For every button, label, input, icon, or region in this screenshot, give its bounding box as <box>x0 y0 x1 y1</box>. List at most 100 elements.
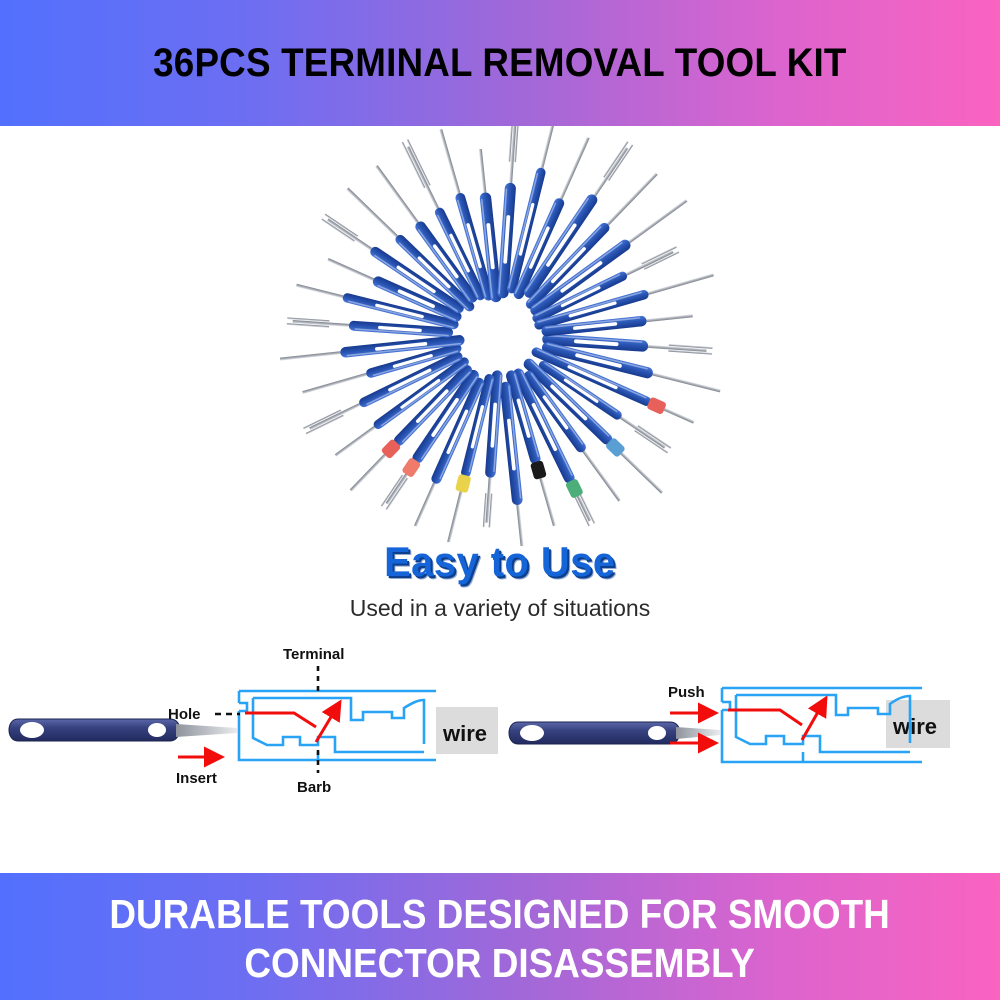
tool-burst-group <box>279 126 721 546</box>
tool-handle-gloss <box>372 350 459 376</box>
tool-metal-tip <box>296 283 344 299</box>
tool-metal-tip <box>349 443 397 492</box>
tool-tip-prong <box>637 424 672 449</box>
tool-metal-tip <box>516 504 527 546</box>
tool-metal-tip <box>648 344 707 352</box>
terminal-removal-tool <box>538 360 672 454</box>
tool-tip-prong <box>508 126 514 162</box>
tool-handle-slot <box>490 402 498 448</box>
tool-metal-tip <box>447 476 467 543</box>
tool-handle-slot <box>560 286 601 308</box>
footer-banner: DURABLE TOOLS DESIGNED FOR SMOOTH CONNEC… <box>0 873 1000 1000</box>
tool-handle-gloss <box>520 371 573 476</box>
tool-colored-cap <box>565 479 583 498</box>
tool-tip-prong <box>286 323 330 328</box>
tool-colored-cap <box>455 474 471 493</box>
terminal-removal-tool <box>541 342 721 393</box>
tool-metal-tip <box>606 172 658 226</box>
terminal-removal-tool <box>303 351 463 435</box>
terminal-removal-tool <box>296 283 459 330</box>
tool-handle-slot <box>375 342 428 351</box>
tool-metal-tip <box>609 441 664 494</box>
barb-label: Barb <box>297 779 331 796</box>
tool-handle-slot <box>542 395 569 430</box>
terminal-removal-tool <box>531 347 695 424</box>
tool-metal-tip <box>485 477 492 523</box>
insert-step-diagram: wire <box>8 646 498 796</box>
header-banner: 36PCS TERMINAL REMOVAL TOOL KIT <box>0 0 1000 126</box>
tool-handle-gloss <box>398 242 469 310</box>
push-step-diagram: wire <box>508 684 950 764</box>
tool-metal-tip <box>302 372 367 395</box>
easy-to-use-title: Easy to Use <box>384 538 616 585</box>
tool-tip-prong <box>643 251 680 270</box>
tool-metal-tip <box>509 126 517 184</box>
tool-colored-cap <box>530 460 547 480</box>
tool-metal-tip <box>478 148 487 193</box>
tool-metal-tip <box>646 314 693 323</box>
tool-metal-tip <box>346 187 398 238</box>
tool-handle-slot <box>560 261 603 293</box>
tool-handle-slot <box>528 226 550 269</box>
tool-handle-gloss <box>537 291 642 323</box>
tool-tip-prong <box>321 218 355 242</box>
terminal-removal-tool <box>497 126 520 299</box>
terminal-removal-tool <box>401 139 486 301</box>
tool-handle-gloss <box>530 360 610 437</box>
terminal-removal-tool <box>523 370 621 502</box>
easy-to-use-block: Easy to Use Used in a variety of situati… <box>0 538 1000 621</box>
tool-handle-gloss <box>532 242 623 309</box>
tool-metal-tip <box>375 165 419 224</box>
tool-handle-gloss <box>545 317 641 329</box>
terminal-removal-tool <box>482 370 503 528</box>
terminal-removal-tool <box>534 273 714 330</box>
tool-tip-prong <box>305 414 344 435</box>
tool-handle-gloss <box>493 374 502 472</box>
tool-handle-gloss <box>544 362 618 413</box>
terminal-removal-tool <box>302 343 462 395</box>
hero-product-image <box>0 126 1000 546</box>
terminal-removal-tool <box>506 370 556 527</box>
terminal-removal-tool <box>279 335 465 361</box>
tool-tip-prong <box>641 245 677 265</box>
wire-box-left <box>436 707 498 754</box>
tool-handle-slot <box>415 389 449 423</box>
terminal-removal-tool <box>542 333 713 355</box>
terminal-removal-tool <box>380 369 479 510</box>
tool-handle-slot <box>550 384 588 421</box>
tool-handle-slot <box>573 322 618 330</box>
terminal-removal-tool <box>478 148 502 303</box>
connector-outline-left <box>237 689 436 762</box>
tool-handle-slot <box>574 339 619 347</box>
release-arrows-left <box>245 699 342 743</box>
tool-handle-gloss <box>530 373 584 445</box>
tool-handle-gloss <box>366 358 460 405</box>
tool-metal-tip <box>334 425 376 457</box>
terminal-removal-tool <box>414 377 485 527</box>
tool-tip-prong <box>287 317 330 323</box>
terminal-removal-tool <box>499 381 527 546</box>
tool-handle-slot <box>397 289 435 309</box>
tool-handle-slot <box>551 247 586 284</box>
tool-handle-gloss <box>374 254 458 312</box>
tool-colored-cap <box>606 438 625 457</box>
tool-handle-gloss <box>527 226 602 303</box>
tool-handle-gloss <box>401 371 471 443</box>
tool-tip-prong <box>303 409 342 430</box>
terminal-removal-tool <box>525 172 658 310</box>
tool-handle-slot <box>575 353 622 368</box>
tool-handle-gloss <box>417 229 471 301</box>
terminal-removal-tool <box>375 165 478 303</box>
tool-tip-prong <box>574 496 591 527</box>
tool-handle-slot <box>567 365 618 390</box>
tool-tip-prong <box>514 126 520 163</box>
terminal-removal-tool <box>530 199 688 316</box>
wire-label-left: wire <box>442 721 487 746</box>
terminal-removal-tool <box>321 213 464 314</box>
tool-handle-slot <box>378 325 422 333</box>
tool-metal-tip <box>535 463 556 527</box>
tool-tip-prong <box>634 429 669 454</box>
tool-handle-slot <box>568 301 617 318</box>
tool-handle-slot <box>531 403 558 452</box>
tool-handle-gloss <box>380 363 467 427</box>
